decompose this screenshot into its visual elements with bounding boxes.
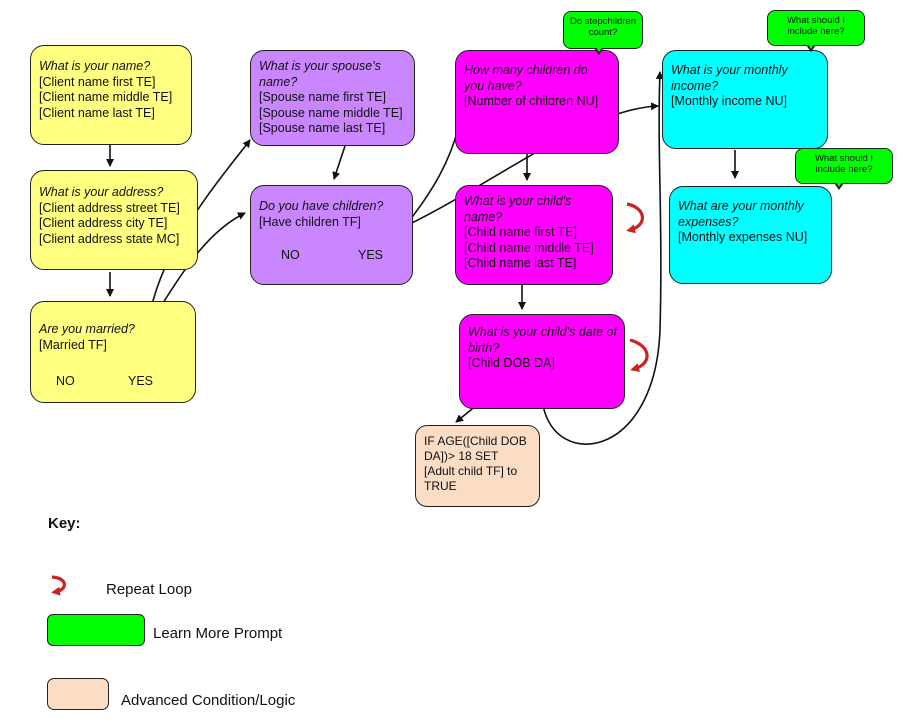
node-field: [Have children TF] <box>259 214 361 229</box>
key-title: Key: <box>48 515 81 532</box>
node-field: [Number of children NU] <box>464 94 599 108</box>
node-field: [Client name first TE] <box>39 74 156 89</box>
node-field: [Spouse name middle TE] <box>259 105 403 120</box>
key-label-repeat-loop: Repeat Loop <box>106 581 192 598</box>
node-number-of-children: How many children do you have? [Number o… <box>455 50 619 154</box>
node-question: What is your monthly income? <box>671 63 788 93</box>
repeat-loop-icon-childname <box>626 202 644 234</box>
node-monthly-expenses: What are your monthly expenses? [Monthly… <box>669 186 832 284</box>
node-field: [Married TF] <box>39 337 107 352</box>
key-swatch-advanced <box>47 678 109 710</box>
learn-more-prompt-income[interactable]: What should I include here? <box>767 10 865 52</box>
node-child-dob: What is your child's date of birth? [Chi… <box>459 314 625 409</box>
node-field: [Spouse name first TE] <box>259 90 386 104</box>
node-question: What is your address? <box>39 185 164 199</box>
branch-label-no: NO <box>56 374 75 388</box>
node-have-children: Do you have children? [Have children TF] <box>250 185 413 285</box>
node-field: [Child DOB DA] <box>468 356 555 370</box>
arrow-spouse-to-children <box>332 145 346 180</box>
bubble-text: Do stepchildren count? <box>569 16 636 38</box>
bubble-tail <box>806 43 816 52</box>
node-field: [Monthly income NU] <box>671 94 788 108</box>
node-field: [Monthly expenses NU] <box>678 230 808 244</box>
key-label-learn-more: Learn More Prompt <box>153 625 283 642</box>
node-field: [Child name first TE] <box>464 225 578 239</box>
repeat-loop-icon-key <box>51 575 66 596</box>
node-question: How many children do you have? <box>464 63 588 93</box>
node-question: Do you have children? <box>259 199 384 213</box>
node-field: [Client address city TE] <box>39 216 168 230</box>
node-field: [Client address state MC] <box>39 231 180 246</box>
branch-label-no: NO <box>281 248 300 262</box>
node-advanced-logic: IF AGE([Child DOB DA])> 18 SET [Adult ch… <box>415 425 540 507</box>
node-field: [Client name last TE] <box>39 105 155 120</box>
node-field: [Child name middle TE] <box>464 240 594 255</box>
node-client-address: What is your address? [Client address st… <box>30 170 198 270</box>
node-question: What is your spouse's name? <box>259 59 381 89</box>
key-swatch-learn-more <box>47 614 145 646</box>
branch-label-yes: YES <box>358 248 384 262</box>
node-married: Are you married? [Married TF] <box>30 301 196 403</box>
node-question: What is your child's name? <box>464 194 572 224</box>
node-question: What is your name? <box>39 59 151 73</box>
node-child-name: What is your child's name? [Child name f… <box>455 185 613 285</box>
bubble-text: What should I include here? <box>814 153 874 175</box>
bubble-tail <box>594 46 604 55</box>
node-field: [Spouse name last TE] <box>259 121 386 135</box>
learn-more-prompt-stepchildren[interactable]: Do stepchildren count? <box>563 11 643 55</box>
node-field: [Client name middle TE] <box>39 90 173 104</box>
branch-label-yes: YES <box>128 374 154 388</box>
repeat-loop-icon-childdob <box>629 338 649 372</box>
node-field: [Client address street TE] <box>39 200 180 215</box>
logic-text: IF AGE([Child DOB DA])> 18 SET [Adult ch… <box>424 434 527 493</box>
node-client-name: What is your name? [Client name first TE… <box>30 45 192 145</box>
node-question: What are your monthly expenses? <box>678 199 804 229</box>
learn-more-prompt-expenses[interactable]: What should I include here? <box>795 148 893 190</box>
node-field: [Child name last TE] <box>464 256 577 270</box>
node-spouse-name: What is your spouse's name? [Spouse name… <box>250 50 415 146</box>
node-question: Are you married? <box>39 322 135 336</box>
node-question: What is your child's date of birth? <box>468 325 617 355</box>
node-monthly-income: What is your monthly income? [Monthly in… <box>662 50 828 149</box>
bubble-tail <box>834 181 844 190</box>
bubble-text: What should I include here? <box>786 15 846 37</box>
key-label-advanced: Advanced Condition/Logic <box>121 692 296 709</box>
